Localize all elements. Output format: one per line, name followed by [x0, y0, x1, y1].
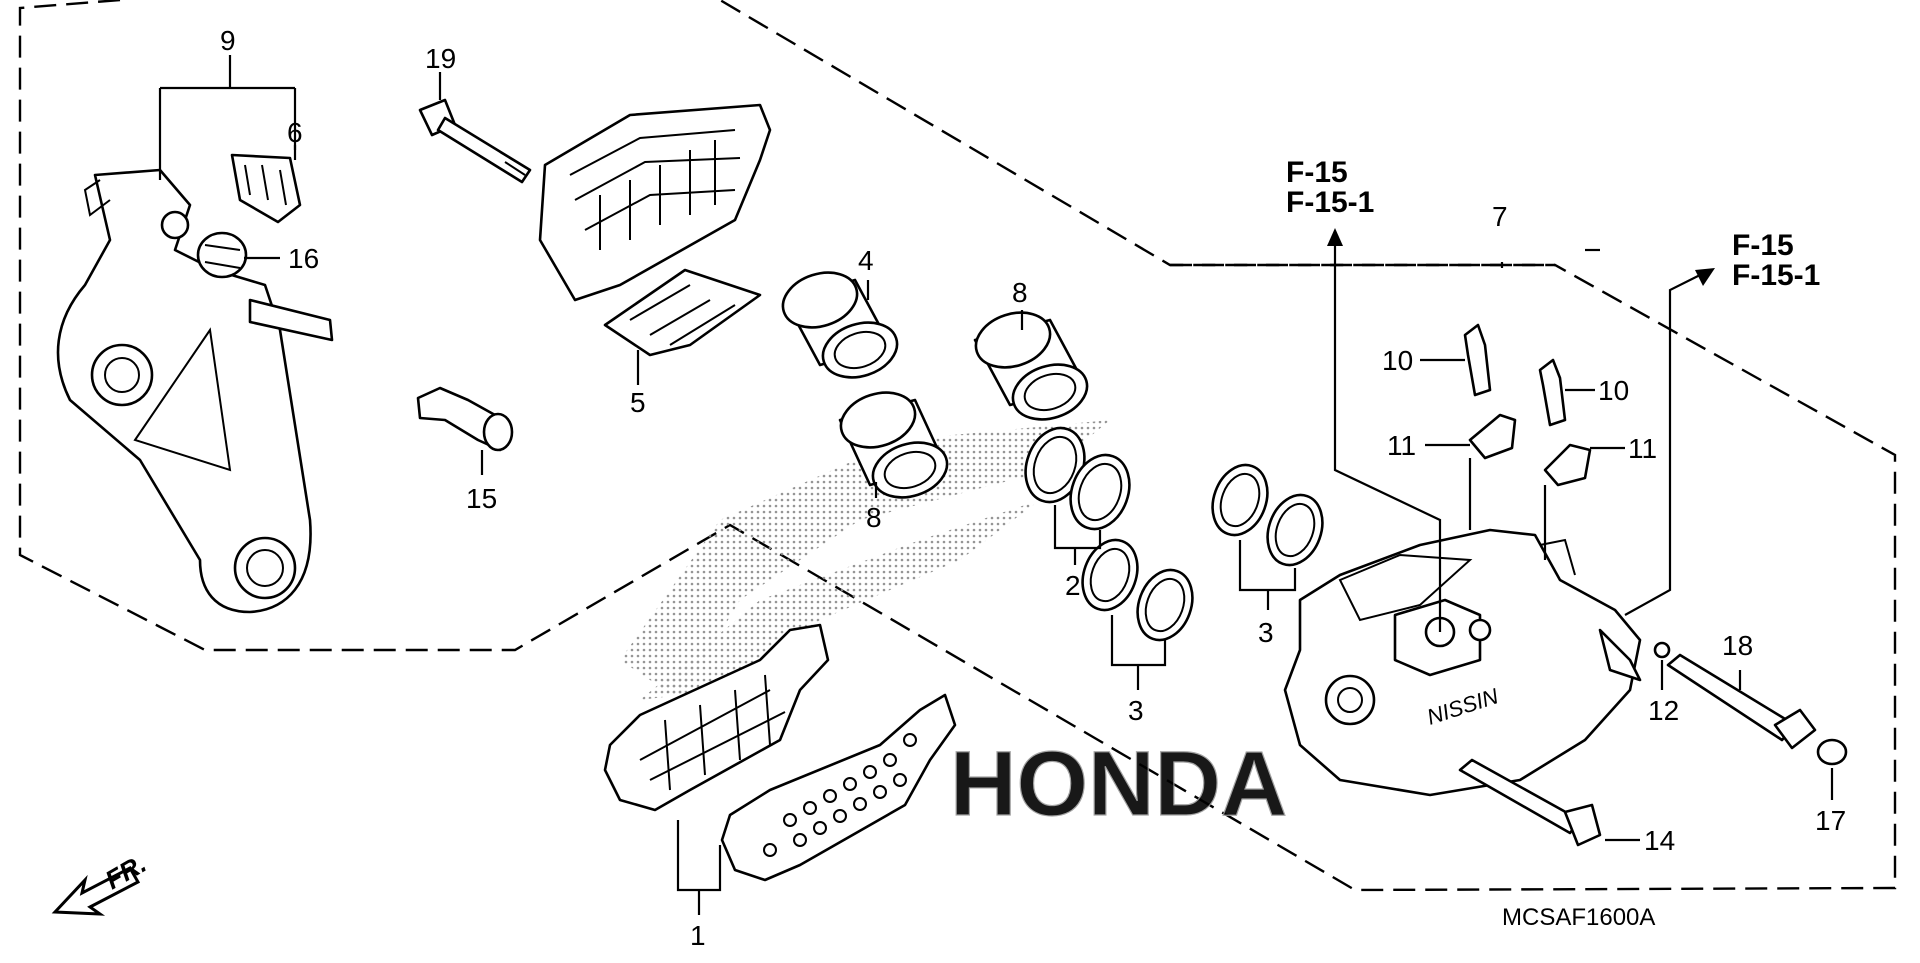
callout-14: 14	[1644, 825, 1675, 856]
reference-b-line2: F-15-1	[1732, 259, 1820, 292]
part-10-bleed-screw-left	[1463, 323, 1492, 397]
callout-18: 18	[1722, 630, 1753, 661]
part-18-bolt	[1666, 653, 1817, 750]
part-12-washer	[1653, 641, 1671, 659]
callout-10-left: 10	[1382, 345, 1413, 376]
watermark-text: HONDA	[950, 733, 1287, 835]
part-pad-assembly-top	[538, 103, 772, 302]
part-3-piston-seals-lower	[1081, 538, 1194, 642]
callout-3-right: 3	[1258, 617, 1274, 648]
callout-17: 17	[1815, 805, 1846, 836]
callout-1: 1	[690, 920, 706, 951]
part-1-brake-pads	[603, 623, 957, 882]
reference-b-line1: F-15	[1732, 229, 1794, 262]
callout-11-left: 11	[1387, 430, 1416, 461]
part-15-pin-plug	[416, 386, 514, 452]
callout-2: 2	[1065, 570, 1081, 601]
part-4-piston	[781, 271, 899, 379]
callout-3-lower: 3	[1128, 695, 1144, 726]
callout-7: 7	[1492, 201, 1508, 232]
callout-9: 9	[220, 25, 236, 56]
part-11-bleed-cap-right	[1543, 443, 1592, 487]
callout-16: 16	[288, 243, 319, 274]
part-5-pad-spring	[603, 268, 762, 357]
part-8-piston-upper	[973, 311, 1089, 421]
callout-19: 19	[425, 43, 456, 74]
reference-a-line1: F-15	[1286, 156, 1348, 189]
part-16-boot	[196, 231, 248, 279]
callout-12: 12	[1648, 695, 1679, 726]
callout-11-right: 11	[1628, 433, 1657, 464]
part-2-piston-seals	[1024, 426, 1131, 531]
part-8-piston-lower	[838, 391, 949, 499]
callout-15: 15	[466, 483, 497, 514]
part-11-bleed-cap-left	[1468, 413, 1517, 460]
callout-8-lower: 8	[866, 502, 882, 533]
reference-labels: F-15 F-15-1 F-15 F-15-1	[1286, 156, 1820, 292]
callout-6: 6	[287, 117, 303, 148]
callout-4: 4	[858, 245, 874, 276]
front-arrow-icon	[51, 866, 141, 916]
part-9-caliper-bracket	[56, 168, 334, 614]
callout-5: 5	[630, 387, 646, 418]
callout-labels: 9 6 16 19 4 5 8 8 15 2 3 3 7 10 10 11 11…	[220, 25, 1846, 951]
part-6-pad-spring	[230, 153, 302, 224]
part-19-pad-pin	[418, 98, 532, 184]
leader-lines	[158, 55, 1834, 915]
front-direction-indicator: FR.	[51, 848, 151, 916]
part-3-piston-seals-right	[1211, 463, 1324, 567]
part-14-flange-bolt	[1458, 758, 1602, 847]
callout-10-right: 10	[1598, 375, 1629, 406]
part-7-caliper-body: NISSIN	[1283, 528, 1642, 797]
part-17-cap	[1816, 738, 1848, 766]
reference-a-line2: F-15-1	[1286, 186, 1374, 219]
part-10-bleed-screw-right	[1538, 358, 1567, 427]
diagram-code: MCSAF1600A	[1502, 904, 1655, 931]
callout-8-upper: 8	[1012, 277, 1028, 308]
